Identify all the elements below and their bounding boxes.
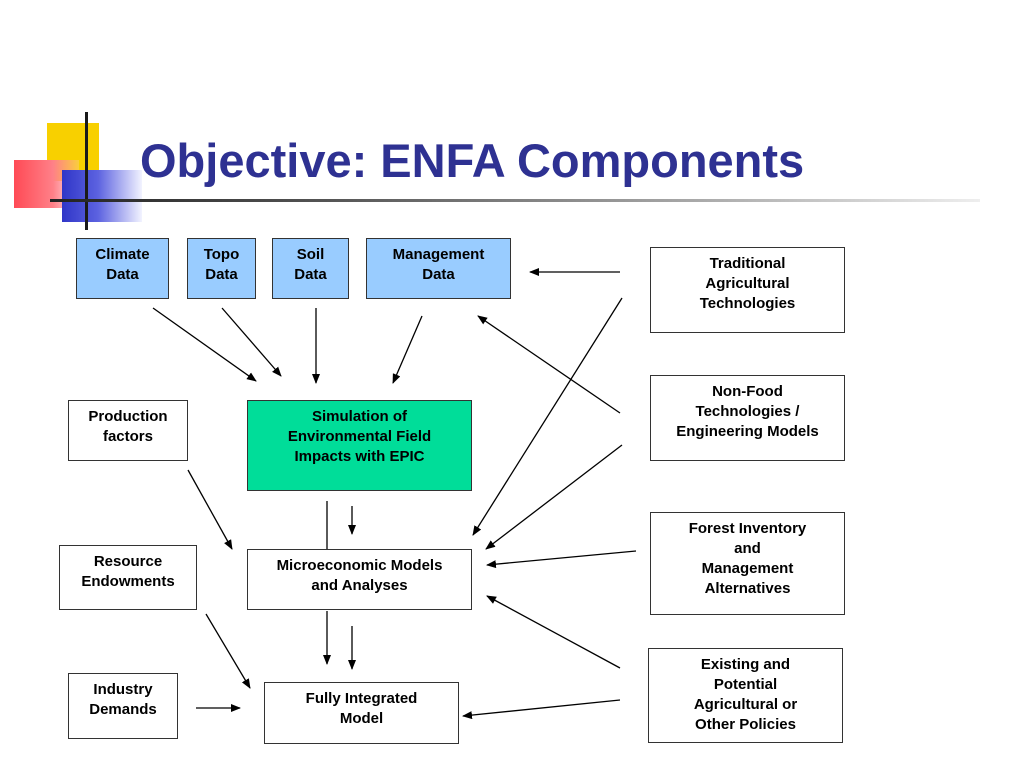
arrow-resource-to-integrated <box>205 613 251 689</box>
arrow-forest-to-micro <box>486 550 637 569</box>
resource-endowments-label: Resource Endowments <box>81 553 175 590</box>
management-data-box: Management Data <box>366 238 511 299</box>
slide-title: Objective: ENFA Components <box>140 134 805 187</box>
industry-demands-box: Industry Demands <box>68 673 178 739</box>
microeconomic-models-box: Microeconomic Models and Analyses <box>247 549 472 610</box>
arrow-nonfood-to-micro <box>485 444 623 550</box>
soil-data-label: Soil Data <box>294 246 327 283</box>
forest-inventory-box: Forest Inventory and Management Alternat… <box>650 512 845 615</box>
fully-integrated-model-box: Fully Integrated Model <box>264 682 459 744</box>
arrow-topo-to-epic <box>221 307 282 377</box>
epic-simulation-label: Simulation of Environmental Field Impact… <box>287 408 432 465</box>
management-data-label: Management Data <box>392 246 485 283</box>
climate-data-box: Climate Data <box>76 238 169 299</box>
microeconomic-models-label: Microeconomic Models and Analyses <box>276 557 443 594</box>
arrow-traditional-to-micro <box>472 297 623 536</box>
policies-label: Existing and Potential Agricultural or O… <box>693 656 798 733</box>
blue-square-decoration <box>62 170 142 222</box>
nonfood-technologies-label: Non-Food Technologies / Engineering Mode… <box>676 383 819 440</box>
title-underline <box>50 199 980 202</box>
climate-data-label: Climate Data <box>95 246 150 283</box>
traditional-technologies-label: Traditional Agricultural Technologies <box>699 255 796 312</box>
soil-data-box: Soil Data <box>272 238 349 299</box>
industry-demands-label: Industry Demands <box>89 681 157 718</box>
production-factors-label: Production factors <box>88 408 168 445</box>
resource-endowments-box: Resource Endowments <box>59 545 197 610</box>
arrow-climate-to-epic <box>152 307 257 382</box>
policies-box: Existing and Potential Agricultural or O… <box>648 648 843 743</box>
arrow-management-to-epic <box>392 315 423 384</box>
fully-integrated-model-label: Fully Integrated Model <box>305 690 418 727</box>
topo-data-box: Topo Data <box>187 238 256 299</box>
arrow-policies-to-micro <box>486 595 621 669</box>
production-factors-box: Production factors <box>68 400 188 461</box>
arrow-policies-to-integrated <box>462 699 621 720</box>
vertical-rule-decoration <box>85 112 88 230</box>
epic-simulation-box: Simulation of Environmental Field Impact… <box>247 400 472 491</box>
forest-inventory-label: Forest Inventory and Management Alternat… <box>688 520 807 597</box>
arrow-nonfood-to-management <box>477 315 621 414</box>
traditional-technologies-box: Traditional Agricultural Technologies <box>650 247 845 333</box>
topo-data-label: Topo Data <box>203 246 240 283</box>
arrow-production-to-micro <box>187 469 233 550</box>
nonfood-technologies-box: Non-Food Technologies / Engineering Mode… <box>650 375 845 461</box>
